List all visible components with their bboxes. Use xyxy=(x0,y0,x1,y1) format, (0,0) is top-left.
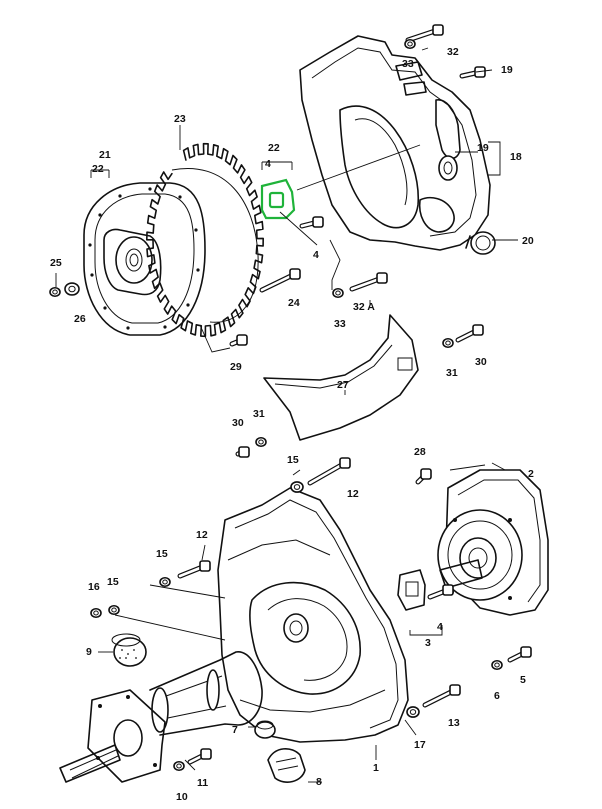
washer-15-mid xyxy=(159,576,171,588)
bolt-12-upper xyxy=(307,457,351,486)
callout-label-22a: 22 xyxy=(92,163,104,175)
drive-plate-bolt-holes xyxy=(88,187,200,330)
callout-label-9: 9 xyxy=(86,646,92,658)
seal-ring xyxy=(465,231,496,255)
callout-label-15c: 15 xyxy=(107,576,119,588)
callout-label-4a: 4 xyxy=(265,158,271,170)
callout-label-30b: 30 xyxy=(232,417,244,429)
bell-housing-upper xyxy=(299,35,491,251)
bolt-4-upper xyxy=(299,216,324,229)
dowel-29 xyxy=(229,334,248,347)
callout-label-16: 16 xyxy=(88,581,100,593)
bolt-12-mid xyxy=(177,560,211,579)
small-bracket xyxy=(397,569,426,611)
callout-label-33b: 33 xyxy=(334,318,346,330)
washer-6 xyxy=(491,659,503,671)
callout-label-33a: 33 xyxy=(402,58,414,70)
washer-26 xyxy=(64,282,80,296)
washer-15-left xyxy=(108,604,120,616)
callout-label-29: 29 xyxy=(230,361,242,373)
bolt-28 xyxy=(415,468,432,485)
callout-label-21: 21 xyxy=(99,149,111,161)
tail-tube xyxy=(149,651,263,736)
ring-gear xyxy=(146,142,264,338)
washer-10 xyxy=(173,760,185,772)
callout-label-7: 7 xyxy=(232,724,238,736)
callout-label-32: 32 xyxy=(447,46,459,58)
callout-label-28: 28 xyxy=(414,446,426,458)
bolt-4-lower xyxy=(427,584,454,600)
highlighted-bracket xyxy=(260,178,296,220)
bolt-30-right xyxy=(455,324,484,343)
callout-label-25: 25 xyxy=(50,257,62,269)
pin-19 xyxy=(459,66,486,79)
washer-17 xyxy=(406,706,420,718)
callout-label-11: 11 xyxy=(197,777,208,789)
fasteners xyxy=(49,24,532,772)
callout-label-4b: 4 xyxy=(313,249,319,261)
bolt-30-left xyxy=(235,446,250,458)
callout-label-27: 27 xyxy=(337,379,349,391)
callout-label-12b: 12 xyxy=(196,529,208,541)
drive-plate xyxy=(83,182,206,336)
bolt-32A xyxy=(349,272,388,292)
washer-31-right xyxy=(442,337,454,349)
callout-label-19b: 19 xyxy=(477,142,489,154)
dust-cover xyxy=(263,314,419,441)
leader-lines xyxy=(55,47,518,783)
bolt-11 xyxy=(187,748,212,765)
breather-cap xyxy=(111,633,147,667)
callout-label-30a: 30 xyxy=(475,356,487,368)
callout-label-19a: 19 xyxy=(501,64,513,76)
callout-label-24: 24 xyxy=(288,297,300,309)
output-flange xyxy=(59,689,166,783)
callout-label-18: 18 xyxy=(510,151,522,163)
callout-label-10: 10 xyxy=(176,791,188,803)
clip-25 xyxy=(49,286,61,298)
callout-label-22b: 22 xyxy=(268,142,280,154)
washer-33-top xyxy=(404,38,416,50)
callout-label-15a: 15 xyxy=(287,454,299,466)
bolt-24 xyxy=(259,268,301,293)
callout-label-5: 5 xyxy=(520,674,526,686)
washer-33-lower xyxy=(332,287,344,299)
callout-label-12a: 12 xyxy=(347,488,359,500)
callout-label-4c: 4 xyxy=(437,621,443,633)
callout-label-31a: 31 xyxy=(446,367,458,379)
transmission-housing xyxy=(217,487,409,743)
callout-label-13: 13 xyxy=(448,717,460,729)
callout-label-3: 3 xyxy=(425,637,431,649)
callout-label-17: 17 xyxy=(414,739,426,751)
callout-label-15b: 15 xyxy=(156,548,168,560)
callout-label-26: 26 xyxy=(74,313,86,325)
cover-8 xyxy=(267,748,306,783)
bolt-13 xyxy=(422,684,461,708)
bolt-5 xyxy=(507,646,532,663)
washer-15-upper xyxy=(290,481,304,493)
callout-label-8: 8 xyxy=(316,776,322,788)
callout-label-31b: 31 xyxy=(253,408,265,420)
nut-16 xyxy=(90,607,102,619)
plug-7 xyxy=(254,720,276,739)
callout-label-32A: 32 A xyxy=(353,301,375,313)
bolt-32 xyxy=(405,24,444,43)
washer-31-left xyxy=(255,436,267,448)
pump-cover xyxy=(437,469,549,616)
callout-label-6: 6 xyxy=(494,690,500,702)
callout-label-23: 23 xyxy=(174,113,186,125)
callout-label-20: 20 xyxy=(522,235,534,247)
callout-label-2: 2 xyxy=(528,468,534,480)
callout-label-1: 1 xyxy=(373,762,379,774)
